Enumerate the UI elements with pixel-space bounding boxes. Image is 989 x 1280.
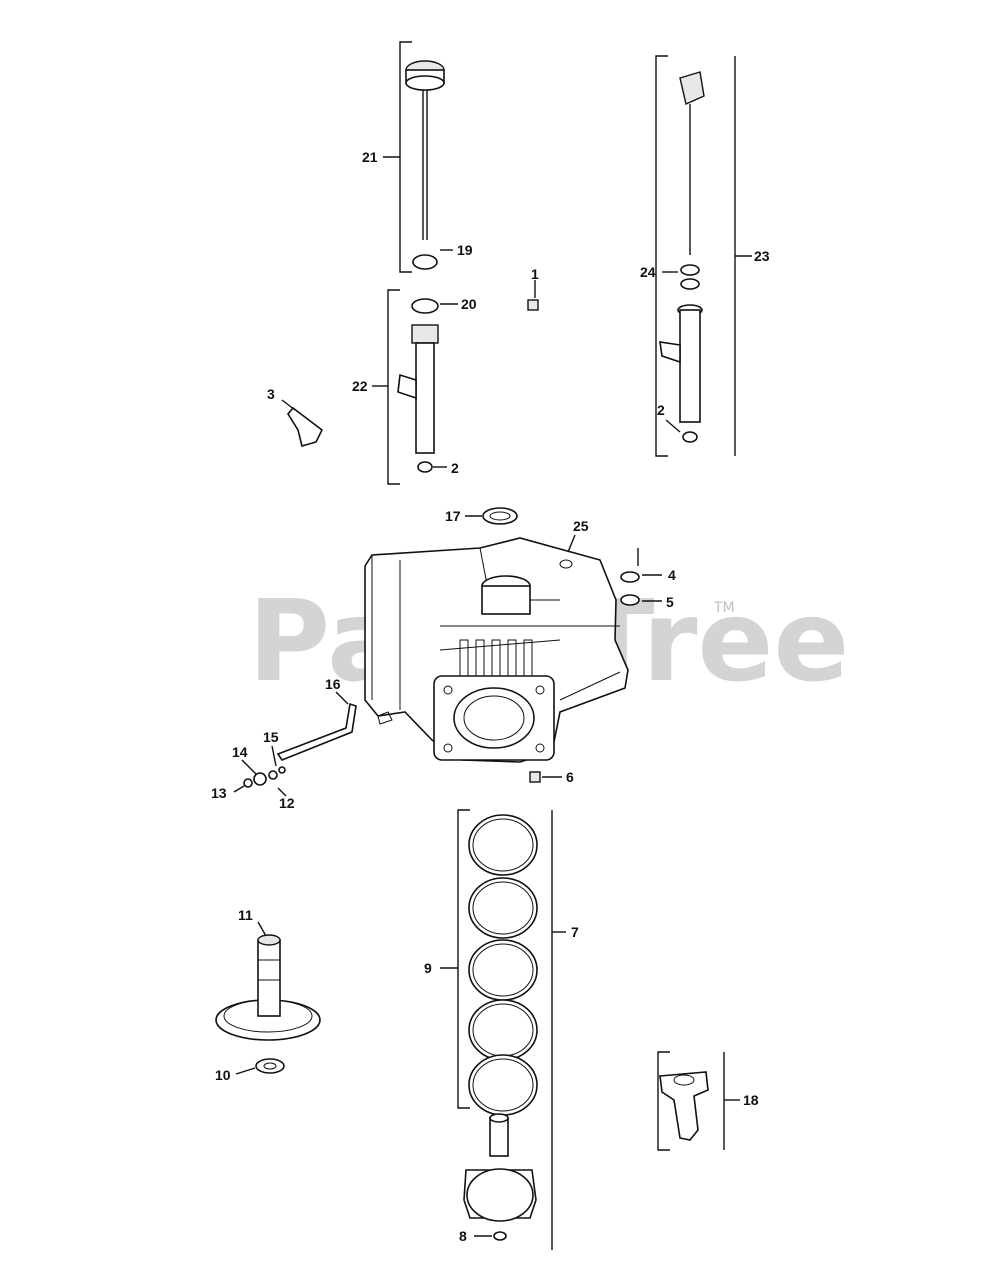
callout-7: 7 [571, 924, 579, 940]
part-17-oil-seal [482, 507, 518, 525]
watermark-trademark: TM [713, 600, 735, 616]
callout-20: 20 [461, 296, 477, 312]
callout-9: 9 [424, 960, 432, 976]
part-6-plug [529, 771, 541, 783]
dipstick-group-21 [399, 41, 445, 273]
part-18-connecting-rod [657, 1051, 725, 1151]
callout-11: 11 [238, 907, 253, 923]
dipstick-group-23 [655, 55, 736, 457]
callout-8: 8 [459, 1228, 467, 1244]
callout-2-left: 2 [451, 460, 459, 476]
callout-16: 16 [325, 676, 341, 692]
part-10-washer [255, 1058, 285, 1074]
callout-23: 23 [754, 248, 770, 264]
callout-25: 25 [573, 518, 589, 534]
callout-15: 15 [263, 729, 279, 745]
callout-18: 18 [743, 1092, 759, 1108]
callout-4: 4 [668, 567, 676, 583]
callout-19: 19 [457, 242, 473, 258]
dipstick-tube-group-22 [387, 289, 439, 485]
part-5-plug [620, 594, 640, 606]
callout-22: 22 [352, 378, 368, 394]
callout-3: 3 [267, 386, 275, 402]
callout-10: 10 [215, 1067, 231, 1083]
callout-5: 5 [666, 594, 674, 610]
part-3-bracket [287, 406, 324, 447]
callout-14: 14 [232, 744, 248, 760]
callout-6: 6 [566, 769, 574, 785]
part-4-pin [620, 548, 640, 583]
crankcase-assembly [364, 537, 629, 763]
callout-13: 13 [211, 785, 227, 801]
callout-labels: 1 2 2 3 4 5 6 7 8 9 10 11 12 13 14 15 16… [211, 149, 770, 1244]
part-16-breather-tube [276, 702, 357, 761]
part-11-camshaft [215, 934, 321, 1041]
parts-12-15-fittings [243, 766, 286, 788]
callout-1: 1 [531, 266, 539, 282]
piston-group-7 [457, 809, 553, 1250]
callout-12: 12 [279, 795, 295, 811]
callout-17: 17 [445, 508, 461, 524]
callout-21: 21 [362, 149, 378, 165]
callout-24: 24 [640, 264, 656, 280]
part-1-screw [527, 299, 539, 311]
callout-2-right: 2 [657, 402, 665, 418]
